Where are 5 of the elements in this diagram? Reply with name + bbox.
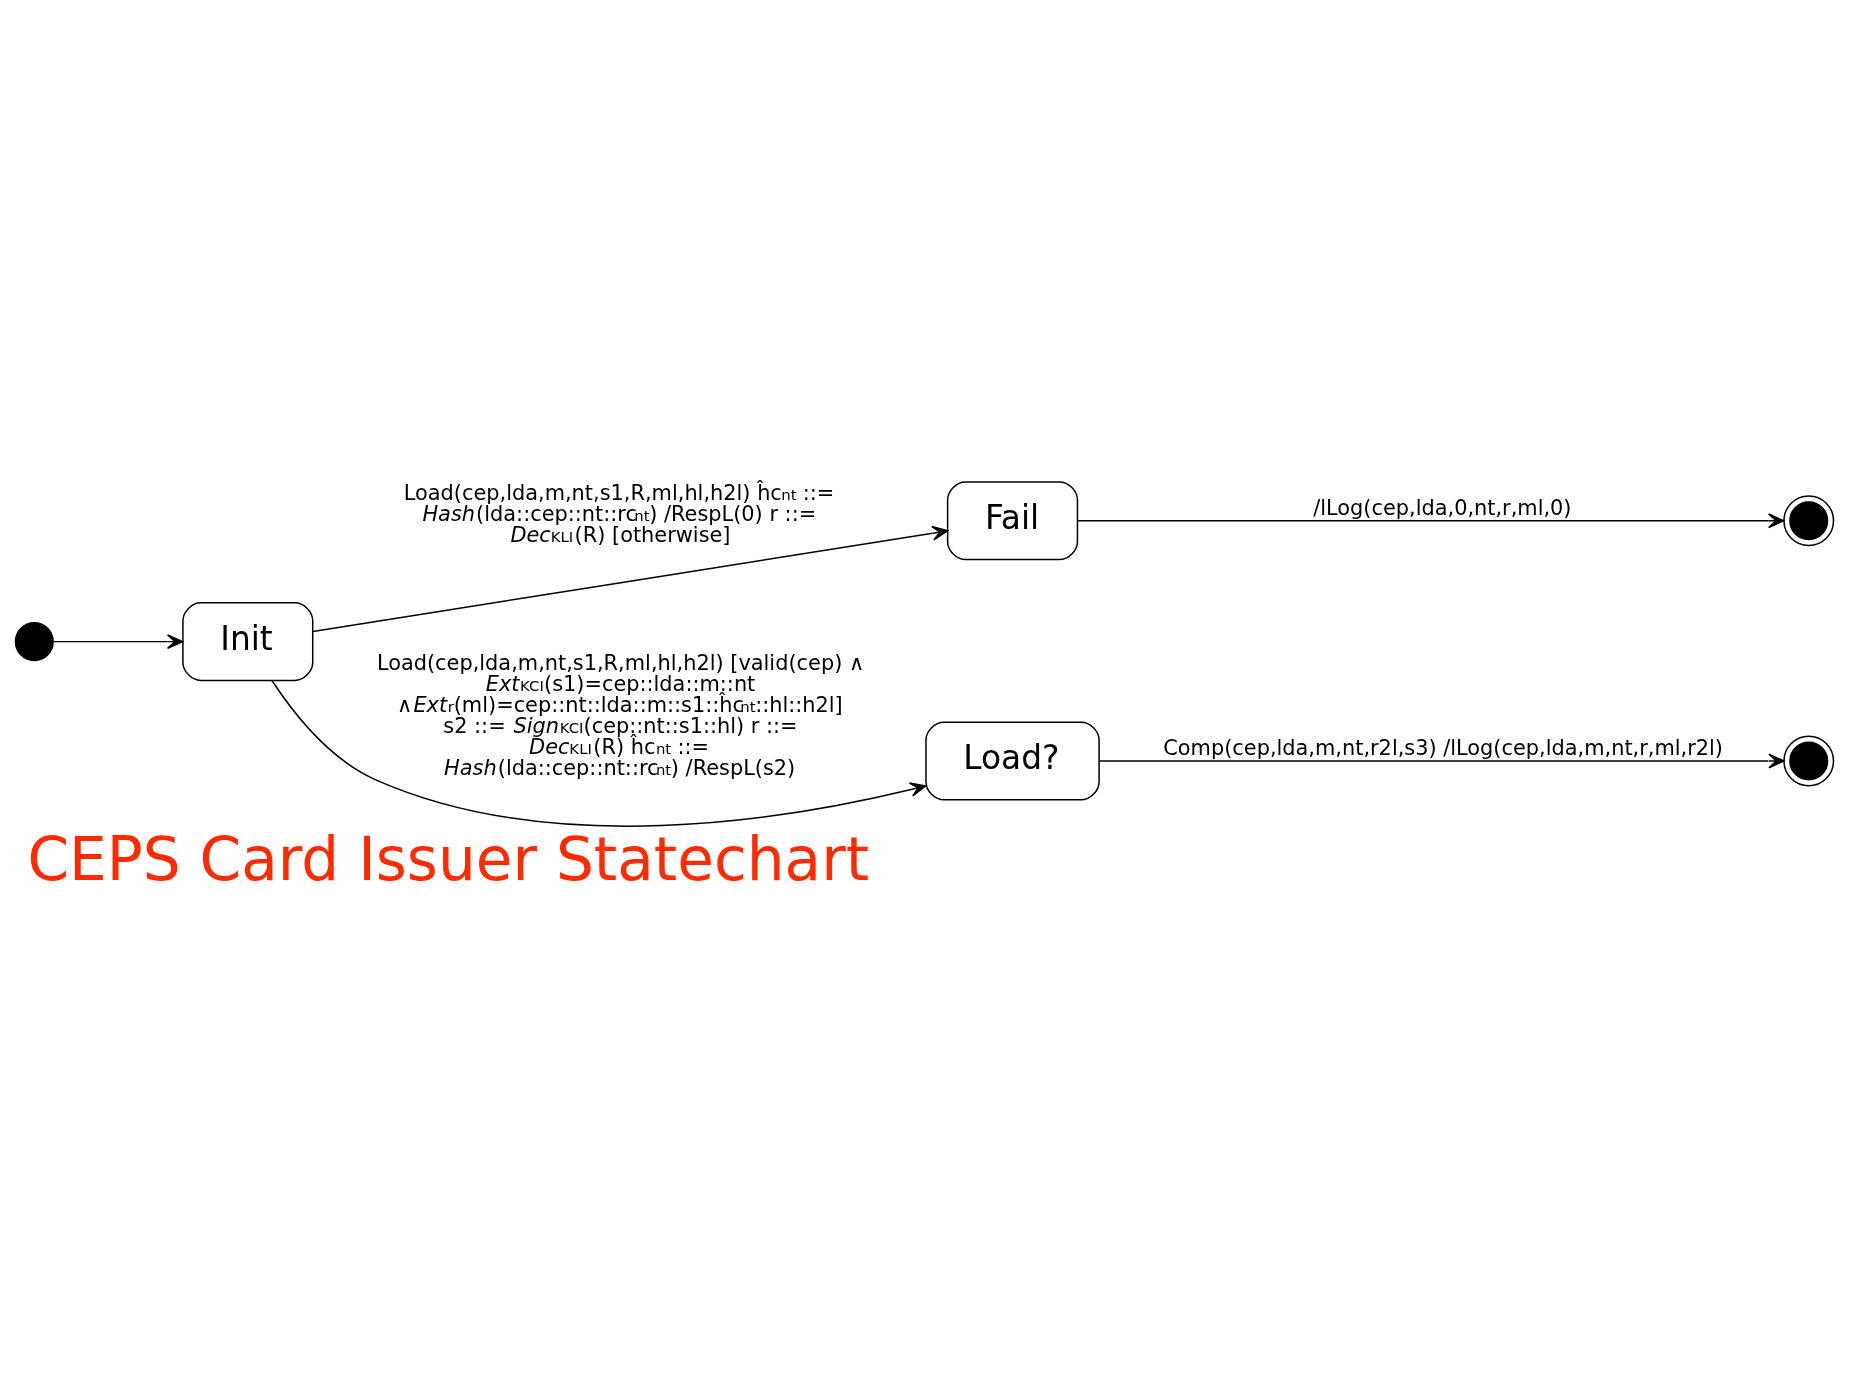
edge-label: Load(cep,lda,m,nt,s1,R,ml,hl,h2l) [valid(cep) ∧ ExtKCI(s1)=cep::lda::m::nt ∧Extr(ml)=cep::nt::lda::m::s1::ĥcnt::hl::h2l] s2 ::= SignKCI(cep::nt::s1::hl) r ::= DecKLI(R) ĥcnt ::= Hash(lda::cep::nt::rcnt) /RespL(s2) xyxy=(376,651,865,780)
edge-label: /lLog(cep,lda,0,nt,r,ml,0) xyxy=(1313,496,1572,521)
edge-label: Load(cep,lda,m,nt,s1,R,ml,hl,h2l) ĥcnt ::= Hash(lda::cep::nt::rcnt) /RespL(0) r ::= DecKLI(R) [otherwise] xyxy=(403,481,835,547)
edge-label: Comp(cep,lda,m,nt,r2l,s3) /lLog(cep,lda,m,nt,r,ml,r2l) xyxy=(1163,736,1724,761)
caption: CEPS Card Issuer Statechart xyxy=(27,825,870,895)
